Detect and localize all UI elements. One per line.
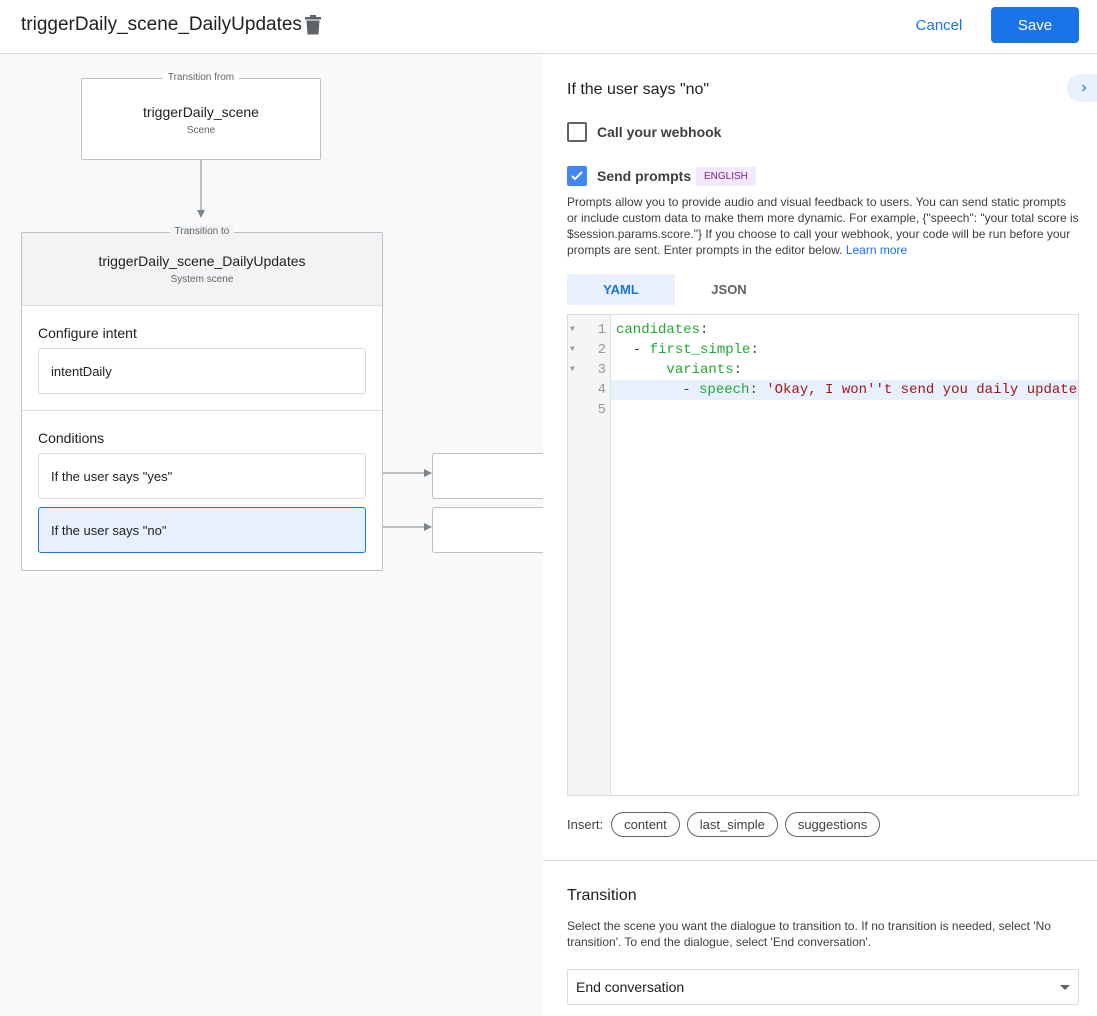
description-text: Prompts allow you to provide audio and v… <box>567 195 1079 257</box>
conditions-label: Conditions <box>38 430 105 446</box>
delete-icon[interactable] <box>305 15 321 35</box>
tab-yaml[interactable]: YAML <box>567 274 675 305</box>
scene-canvas: Transition from triggerDaily_scene Scene… <box>0 54 543 1016</box>
code-editor[interactable]: ▼ 1 ▼ 2 ▼ 3 4 5 candidates: - first_simple:… <box>567 314 1079 796</box>
page-title: triggerDaily_scene_DailyUpdates <box>21 14 302 35</box>
insert-content-chip[interactable]: content <box>611 812 680 837</box>
transition-selected-value: End conversation <box>576 979 685 995</box>
transition-select[interactable]: End conversation <box>567 969 1079 1005</box>
line-gutter: ▼ 1 ▼ 2 ▼ 3 4 5 <box>568 315 611 795</box>
transition-from-node[interactable]: Transition from triggerDaily_scene Scene <box>81 72 321 160</box>
save-button[interactable]: Save <box>991 7 1079 43</box>
code-line: variants: <box>666 362 743 378</box>
send-prompts-checkbox[interactable] <box>567 166 587 186</box>
check-icon <box>571 171 583 181</box>
language-badge: ENGLISH <box>696 167 756 186</box>
condition-yes[interactable]: If the user says "yes" <box>38 453 366 499</box>
transition-to-node: Transition to triggerDaily_scene_DailyUp… <box>21 226 383 571</box>
intent-field[interactable]: intentDaily <box>38 348 366 394</box>
line-number: 4 <box>597 382 606 398</box>
send-prompts-label: Send prompts <box>597 168 692 184</box>
code-line-active: - speech: 'Okay, I won''t send you daily… <box>611 380 1078 400</box>
line-number: 1 <box>597 322 606 338</box>
collapse-panel-button[interactable]: › <box>1067 74 1097 102</box>
from-scene-title: triggerDaily_scene <box>143 104 259 120</box>
line-number: 3 <box>597 362 606 378</box>
from-scene-type: Scene <box>186 125 216 136</box>
to-scene-type: System scene <box>170 274 234 285</box>
webhook-checkbox[interactable] <box>567 122 587 142</box>
dropdown-arrow-icon <box>1060 985 1070 990</box>
fold-icon[interactable]: ▼ <box>570 345 575 354</box>
transition-from-label: Transition from <box>162 72 240 83</box>
learn-more-link[interactable]: Learn more <box>845 243 908 257</box>
configure-intent-label: Configure intent <box>38 325 137 341</box>
transition-title: Transition <box>567 887 637 904</box>
code-line: candidates: <box>616 322 709 338</box>
chevron-right-icon: › <box>1081 79 1087 96</box>
to-scene-title: triggerDaily_scene_DailyUpdates <box>98 253 306 269</box>
insert-suggestions-chip[interactable]: suggestions <box>784 812 881 837</box>
target-node-yes[interactable] <box>432 453 543 499</box>
condition-panel: › If the user says "no" Call your webhoo… <box>543 54 1097 1016</box>
insert-last-simple-chip[interactable]: last_simple <box>686 812 778 837</box>
webhook-label: Call your webhook <box>597 124 722 140</box>
code-line: - first_simple: <box>616 342 759 358</box>
cancel-button[interactable]: Cancel <box>915 16 963 34</box>
transition-to-label: Transition to <box>169 226 235 237</box>
header: triggerDaily_scene_DailyUpdates Cancel S… <box>0 0 1097 54</box>
insert-bar: Insert: content last_simple suggestions <box>567 812 881 837</box>
tab-json[interactable]: JSON <box>711 282 747 297</box>
condition-no[interactable]: If the user says "no" <box>38 507 366 553</box>
prompts-description: Prompts allow you to provide audio and v… <box>567 194 1079 258</box>
line-number: 2 <box>597 342 606 358</box>
line-number: 5 <box>597 402 606 418</box>
target-node-no[interactable] <box>432 507 543 553</box>
fold-icon[interactable]: ▼ <box>570 325 575 334</box>
transition-description: Select the scene you want the dialogue t… <box>567 919 1051 949</box>
insert-label: Insert: <box>567 817 604 832</box>
panel-heading: If the user says "no" <box>567 81 710 98</box>
fold-icon[interactable]: ▼ <box>570 365 575 374</box>
